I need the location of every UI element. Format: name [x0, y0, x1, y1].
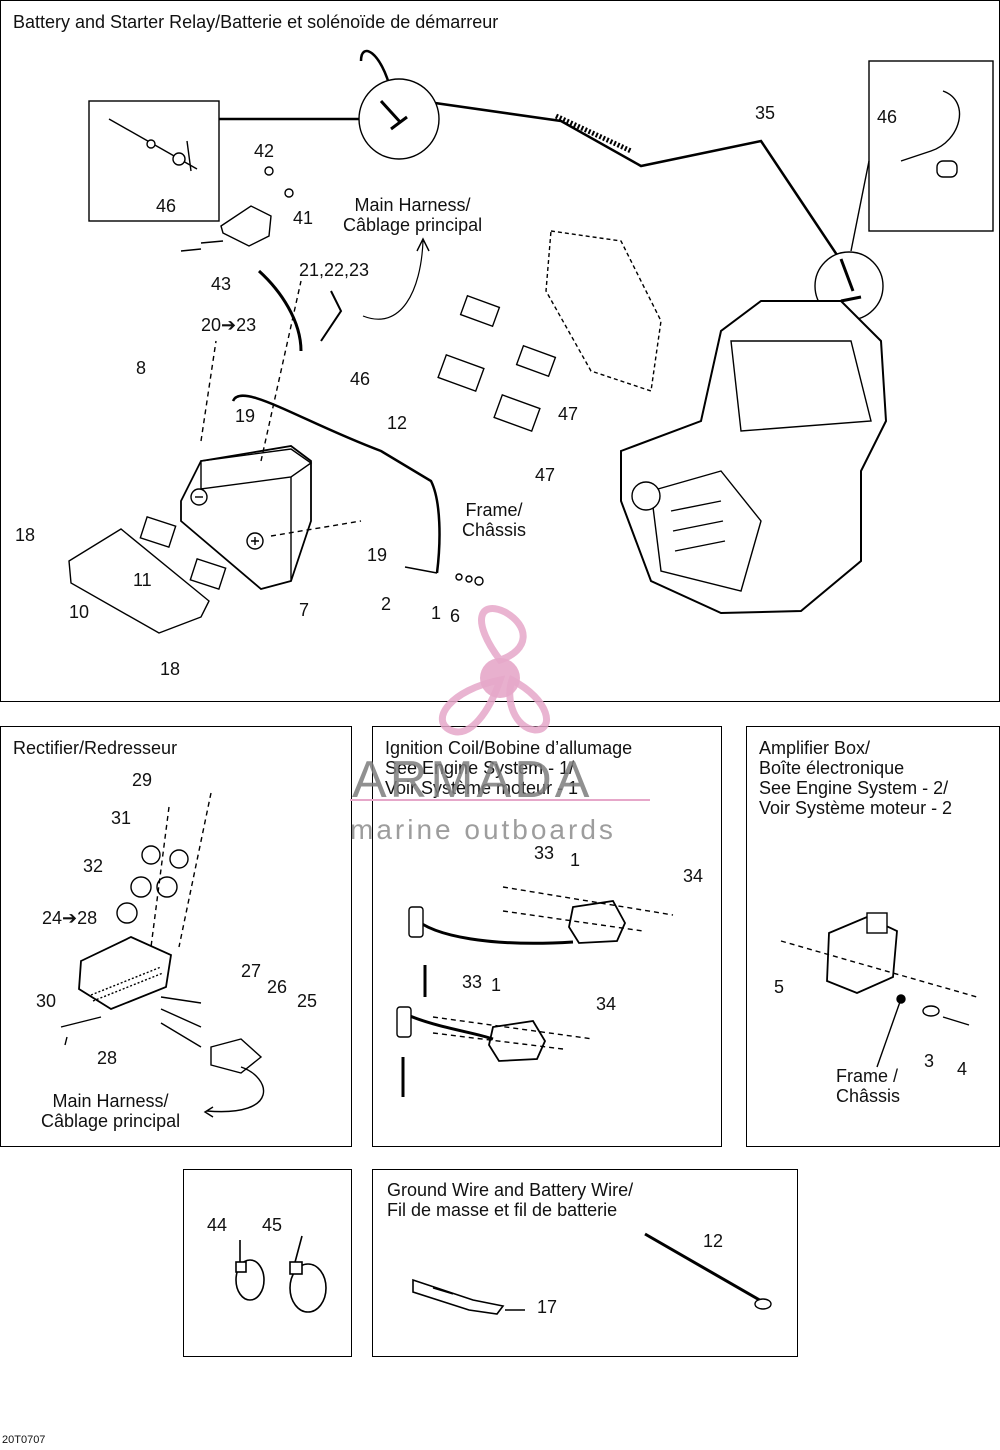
ignition-coil-panel: Ignition Coil/Bobine d’allumage See Engi…: [372, 726, 722, 1147]
callout-18-bottom: 18: [160, 659, 181, 679]
amplifier-drawing: [780, 912, 978, 1068]
callout-33-bottom: 33: [462, 972, 483, 992]
callout-11: 11: [133, 570, 152, 590]
rectifier-drawing: [60, 792, 265, 1118]
callout-47-bottom: 47: [535, 465, 556, 485]
ignition-drawing: [396, 886, 674, 1097]
engine-outline: [620, 300, 888, 615]
callout-21-22-23: 21,22,23: [299, 260, 370, 280]
rectifier-panel-title: Rectifier/Redresseur: [13, 738, 178, 758]
ground-panel-title: Ground Wire and Battery Wire/ Fil de mas…: [387, 1180, 634, 1220]
callout-32: 32: [83, 856, 104, 876]
callout-28: 28: [97, 1048, 118, 1068]
callout-41: 41: [293, 208, 314, 228]
callout-46-right: 46: [877, 107, 898, 127]
callout-35: 35: [755, 103, 776, 123]
callout-1-top: 1: [570, 850, 581, 870]
callout-44: 44: [207, 1215, 228, 1235]
callout-1: 1: [431, 603, 442, 623]
callout-3: 3: [924, 1051, 935, 1071]
callout-19-right: 19: [367, 545, 388, 565]
ties-drawing: [235, 1235, 327, 1313]
callout-19-top: 19: [235, 406, 256, 426]
callout-5: 5: [774, 977, 785, 997]
watermark-brand: ARMADA: [352, 751, 593, 809]
callout-20-23: 20➔23: [201, 315, 257, 335]
callout-4: 4: [957, 1059, 968, 1079]
callout-18-left: 18: [15, 525, 36, 545]
ground-drawing: [412, 1232, 772, 1315]
battery-starter-panel: Battery and Starter Relay/Batterie et so…: [0, 0, 1000, 702]
ignition-panel-title: Ignition Coil/Bobine d’allumage See Engi…: [385, 738, 633, 798]
callout-6: 6: [450, 606, 461, 626]
rectifier-main-harness-label: Main Harness/ Câblage principal: [41, 1091, 181, 1131]
callout-46-left: 46: [156, 196, 177, 216]
battery-body: [180, 445, 312, 590]
callout-25: 25: [297, 991, 318, 1011]
amplifier-panel-title: Amplifier Box/ Boîte électronique See En…: [759, 738, 953, 818]
cable-12: [231, 394, 441, 574]
callout-24-28: 24➔28: [42, 908, 98, 928]
amplifier-frame-label: Frame / Châssis: [836, 1066, 901, 1106]
figure-code: 20T0707: [2, 1434, 46, 1446]
ground-battery-wire-panel: Ground Wire and Battery Wire/ Fil de mas…: [372, 1169, 798, 1357]
amplifier-box-panel: Amplifier Box/ Boîte électronique See En…: [746, 726, 1000, 1147]
callout-34-top: 34: [683, 866, 704, 886]
callout-12-ground: 12: [703, 1231, 724, 1251]
callout-29: 29: [132, 770, 153, 790]
connector-inset-box: [868, 60, 994, 232]
callout-42: 42: [254, 141, 275, 161]
callout-2: 2: [381, 594, 392, 614]
frame-label: Frame/ Châssis: [462, 500, 527, 540]
battery-panel-drawing: [68, 49, 994, 634]
callout-8: 8: [136, 358, 147, 378]
cable-ties-panel: 44 45: [183, 1169, 352, 1357]
callout-47-top: 47: [558, 404, 579, 424]
callout-12: 12: [387, 413, 408, 433]
callout-10: 10: [69, 602, 90, 622]
relay-inset-box: [88, 100, 220, 222]
watermark-tagline: marine outboards: [350, 814, 616, 845]
callout-33-top: 33: [534, 843, 555, 863]
battery-panel-title: Battery and Starter Relay/Batterie et so…: [13, 12, 499, 32]
callout-7: 7: [299, 600, 310, 620]
callout-17: 17: [537, 1297, 558, 1317]
callout-43: 43: [211, 274, 232, 294]
callout-27: 27: [241, 961, 262, 981]
callout-34-bottom: 34: [596, 994, 617, 1014]
cable-35: [219, 49, 843, 262]
callout-31: 31: [111, 808, 132, 828]
rectifier-panel: Rectifier/Redresseur 29 31 32 24➔28 27 2…: [0, 726, 352, 1147]
main-harness-label: Main Harness/ Câblage principal: [343, 195, 483, 235]
callout-45: 45: [262, 1215, 283, 1235]
callout-26: 26: [267, 977, 288, 997]
callout-1-bottom: 1: [491, 975, 502, 995]
callout-46-mid: 46: [350, 369, 371, 389]
callout-30: 30: [36, 991, 57, 1011]
